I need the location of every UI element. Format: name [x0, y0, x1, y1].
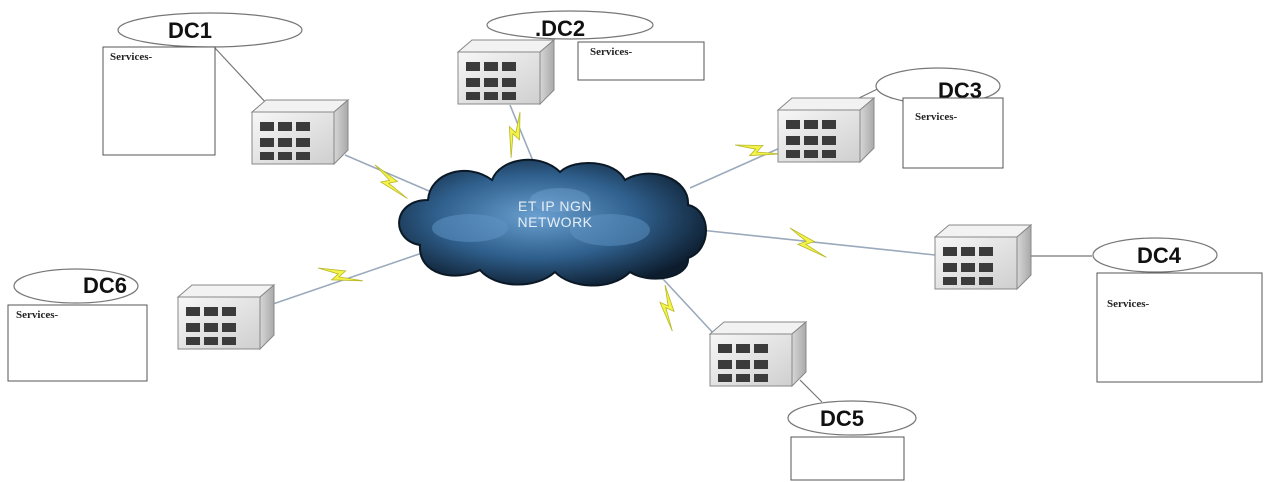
cloud-icon: ET IP NGN NETWORK — [398, 158, 707, 287]
dc3-services-title: Services- — [915, 111, 957, 123]
dc6-services-title: Services- — [16, 309, 58, 321]
dc2-label-ellipse — [486, 10, 654, 40]
dc2-server-icon — [457, 39, 555, 105]
dc4-label: DC4 — [1137, 243, 1182, 268]
datacenter-dc3: DC3 Services- — [777, 67, 1004, 169]
dc5-label-ellipse — [787, 400, 917, 436]
dc5-label: DC5 — [820, 406, 864, 431]
dc3-services-box — [902, 97, 1004, 169]
dc2-label: .DC2 — [535, 16, 585, 41]
cloud-label-line1: ET IP NGN — [518, 198, 592, 214]
lightning-icon — [646, 284, 692, 332]
datacenter-dc5: DC5 — [709, 321, 917, 481]
dc6-label: DC6 — [83, 273, 127, 298]
dc1-server-icon — [251, 99, 349, 165]
dc1-services-title: Services- — [110, 51, 152, 63]
dc4-label-ellipse — [1092, 237, 1218, 273]
dc5-server-icon — [709, 321, 807, 387]
dc4-server-icon — [934, 224, 1032, 290]
dc6-label-ellipse — [13, 268, 139, 304]
dc6-server-icon — [177, 284, 275, 350]
datacenter-dc6: DC6 Services- — [7, 268, 275, 382]
link-dc4 — [699, 229, 936, 256]
dc4-services-box — [1096, 272, 1263, 383]
dc5-services-box — [790, 436, 905, 481]
cloud-label-line2: NETWORK — [517, 214, 592, 230]
datacenter-dc2: .DC2 Services- — [457, 10, 705, 105]
dc1-label: DC1 — [168, 18, 212, 43]
dc3-server-icon — [777, 97, 875, 163]
datacenter-dc1: DC1 Services- — [102, 12, 349, 165]
dc2-services-title: Services- — [590, 46, 632, 58]
dc4-services-title: Services- — [1107, 298, 1149, 310]
dc2-services-box — [577, 41, 705, 81]
dc1-services-box — [102, 46, 216, 156]
datacenter-dc4: DC4 Services- — [934, 224, 1263, 383]
dc6-services-box — [7, 304, 148, 382]
lightning-icon — [734, 130, 782, 168]
